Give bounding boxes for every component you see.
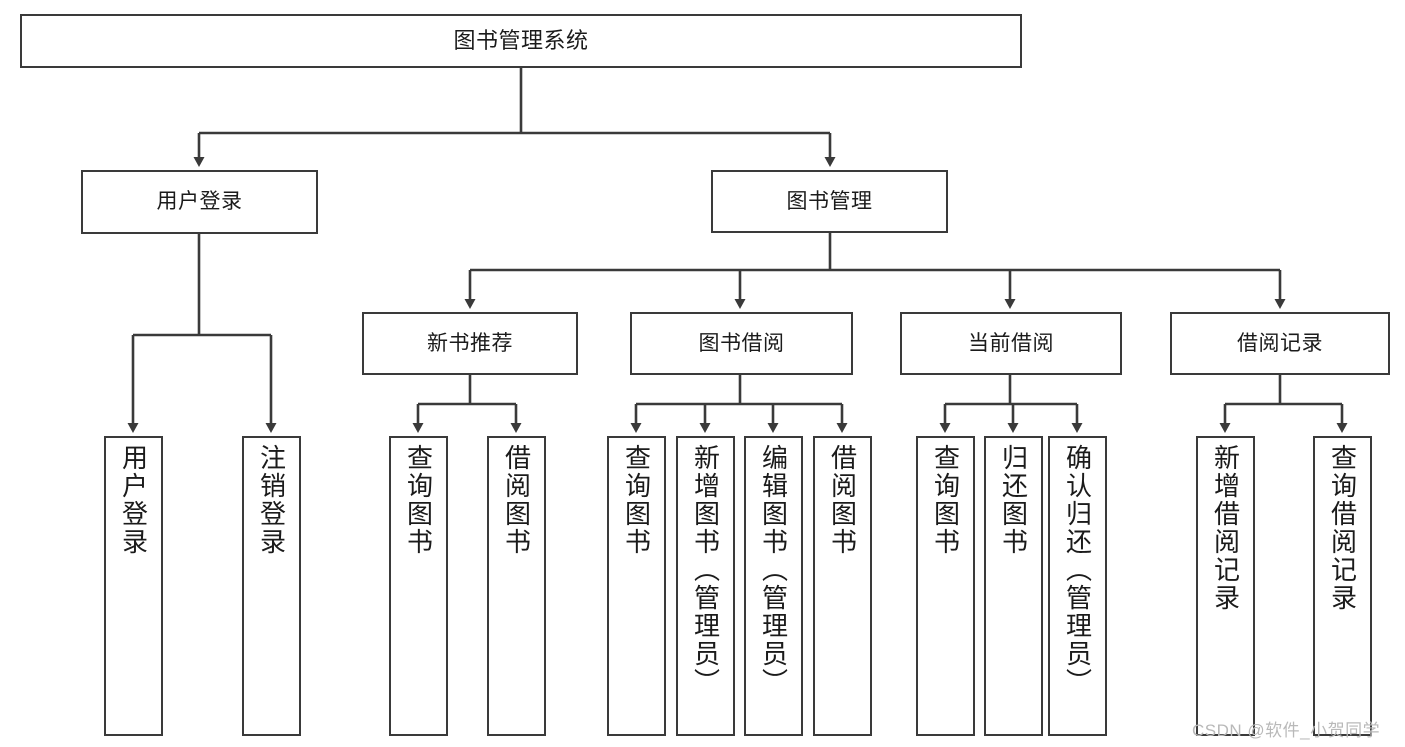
leaf-book-borrow-borrow-book[interactable]: 借阅图书 xyxy=(813,436,872,736)
node-label: 图书管理系统 xyxy=(453,27,589,53)
node-label: 图书管理 xyxy=(786,189,873,213)
node-label: 新书推荐 xyxy=(427,331,513,355)
leaf-book-borrow-add-book-admin[interactable]: 新增图书（管理员） xyxy=(676,436,735,736)
node-label: 借阅图书 xyxy=(827,444,858,556)
leaf-current-borrow-return-book[interactable]: 归还图书 xyxy=(984,436,1043,736)
node-label: 新增图书（管理员） xyxy=(690,444,721,696)
leaf-new-book-borrow-book[interactable]: 借阅图书 xyxy=(487,436,546,736)
node-label: 查询图书 xyxy=(621,444,652,556)
node-user-login[interactable]: 用户登录 xyxy=(81,170,318,234)
leaf-borrow-record-add-record[interactable]: 新增借阅记录 xyxy=(1196,436,1255,736)
node-label: 确认归还（管理员） xyxy=(1062,444,1093,696)
node-book-borrow[interactable]: 图书借阅 xyxy=(630,312,853,375)
node-label: 借阅图书 xyxy=(501,444,532,556)
node-label: 借阅记录 xyxy=(1237,331,1323,355)
node-current-borrow[interactable]: 当前借阅 xyxy=(900,312,1122,375)
leaf-logout[interactable]: 注销登录 xyxy=(242,436,301,736)
node-book-management[interactable]: 图书管理 xyxy=(711,170,948,233)
leaf-new-book-query-book[interactable]: 查询图书 xyxy=(389,436,448,736)
leaf-current-borrow-confirm-return-admin[interactable]: 确认归还（管理员） xyxy=(1048,436,1107,736)
node-borrow-record[interactable]: 借阅记录 xyxy=(1170,312,1390,375)
node-new-book-recommend[interactable]: 新书推荐 xyxy=(362,312,578,375)
node-label: 查询图书 xyxy=(403,444,434,556)
node-label: 查询图书 xyxy=(930,444,961,556)
leaf-book-borrow-edit-book-admin[interactable]: 编辑图书（管理员） xyxy=(744,436,803,736)
node-label: 注销登录 xyxy=(256,444,287,556)
leaf-book-borrow-query-book[interactable]: 查询图书 xyxy=(607,436,666,736)
node-label: 用户登录 xyxy=(156,190,243,214)
node-root-book-management-system[interactable]: 图书管理系统 xyxy=(20,14,1022,68)
leaf-user-login[interactable]: 用户登录 xyxy=(104,436,163,736)
node-label: 用户登录 xyxy=(118,444,149,556)
node-label: 新增借阅记录 xyxy=(1210,444,1241,612)
node-label: 当前借阅 xyxy=(968,331,1054,355)
node-label: 编辑图书（管理员） xyxy=(758,444,789,696)
node-label: 图书借阅 xyxy=(698,331,785,355)
leaf-borrow-record-query-record[interactable]: 查询借阅记录 xyxy=(1313,436,1372,736)
leaf-current-borrow-query-book[interactable]: 查询图书 xyxy=(916,436,975,736)
node-label: 归还图书 xyxy=(998,444,1029,556)
node-label: 查询借阅记录 xyxy=(1327,444,1358,612)
